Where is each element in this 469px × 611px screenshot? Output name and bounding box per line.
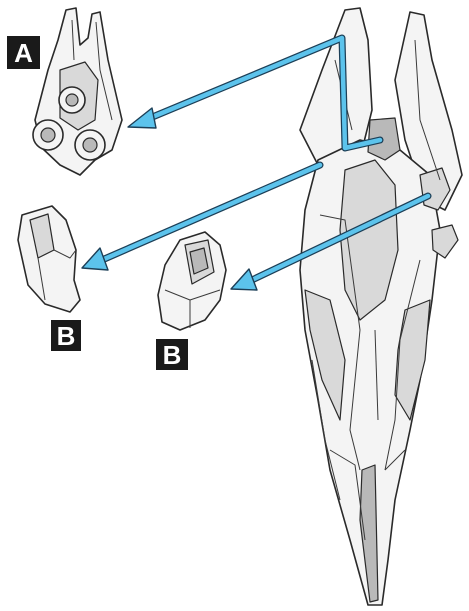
part-a — [33, 8, 122, 175]
label-b-center: B — [156, 339, 188, 370]
arrow-to-part-a — [128, 38, 380, 148]
label-b-left-text: B — [57, 321, 76, 351]
label-b-left: B — [51, 320, 81, 351]
label-b-center-text: B — [163, 340, 182, 370]
main-body-part — [300, 8, 462, 605]
part-b-center — [158, 232, 226, 330]
label-a: A — [7, 36, 40, 69]
part-b-left — [18, 206, 80, 312]
label-a-text: A — [14, 38, 33, 68]
